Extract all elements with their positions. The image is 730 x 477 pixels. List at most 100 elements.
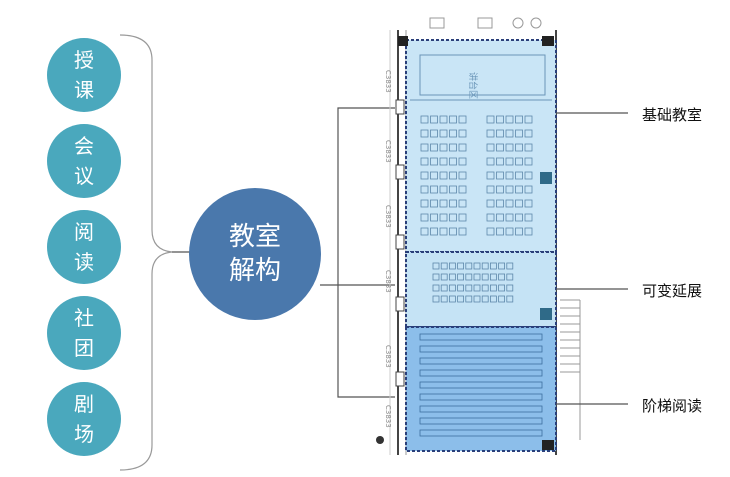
seat: [420, 199, 429, 208]
seat: [457, 284, 465, 292]
seat: [420, 115, 429, 124]
seat: [439, 143, 448, 152]
seat: [498, 284, 506, 292]
seat: [439, 115, 448, 124]
seat: [430, 199, 438, 208]
seat: [430, 129, 438, 138]
seat: [430, 143, 438, 152]
seat: [496, 213, 504, 222]
seat: [449, 171, 457, 180]
seat: [439, 199, 448, 208]
seat: [432, 262, 440, 270]
center-circle-deconstruction: 教室解构: [189, 188, 321, 320]
seat: [439, 213, 448, 222]
seat: [486, 143, 495, 152]
seat: [498, 262, 506, 270]
seat: [432, 295, 440, 303]
seat: [458, 227, 467, 236]
function-label: 社团: [74, 306, 94, 360]
seat: [505, 157, 514, 166]
seat-grid-basic: [420, 115, 533, 236]
seat: [449, 185, 457, 194]
zone-basic-area: [406, 40, 556, 252]
seat: [465, 295, 473, 303]
function-circle-reading: 阅读: [47, 210, 121, 284]
seat: [496, 143, 504, 152]
seat: [515, 213, 523, 222]
function-circle-club: 社团: [47, 296, 121, 370]
seat-grid-flex: [432, 262, 514, 303]
seat: [440, 273, 448, 281]
seat: [458, 115, 467, 124]
tiered-rows: [419, 333, 543, 437]
seat: [448, 295, 456, 303]
seat: [498, 295, 506, 303]
seat: [420, 143, 429, 152]
floor-plan: 讲台区 C3833 C3833 C3833 C3833 C3833 C3833: [376, 17, 581, 455]
seat: [458, 213, 467, 222]
function-label: 会议: [74, 134, 94, 188]
seat: [439, 157, 448, 166]
seat: [473, 273, 481, 281]
svg-text:C3833: C3833: [384, 270, 392, 293]
seat: [505, 115, 514, 124]
seat: [457, 262, 465, 270]
seat: [505, 213, 514, 222]
seat: [489, 295, 497, 303]
seat: [496, 115, 504, 124]
seat: [440, 284, 448, 292]
seat: [524, 115, 533, 124]
function-label: 剧场: [74, 392, 94, 446]
zone-label-flex: 可变延展: [642, 282, 703, 300]
tier-row: [419, 333, 543, 341]
seat: [420, 157, 429, 166]
tier-row: [419, 393, 543, 401]
seat: [515, 171, 523, 180]
seat: [505, 185, 514, 194]
seat: [505, 199, 514, 208]
seat: [458, 157, 467, 166]
seat: [448, 284, 456, 292]
seat: [486, 213, 495, 222]
tier-row: [419, 429, 543, 437]
svg-text:C3833: C3833: [384, 205, 392, 228]
seat: [449, 227, 457, 236]
seat: [420, 185, 429, 194]
seat: [440, 295, 448, 303]
seat: [439, 185, 448, 194]
seat: [524, 227, 533, 236]
seat: [458, 185, 467, 194]
seat: [439, 227, 448, 236]
seat: [430, 185, 438, 194]
seat: [524, 171, 533, 180]
seat: [505, 227, 514, 236]
tier-row: [419, 345, 543, 353]
seat: [515, 199, 523, 208]
function-label: 阅读: [74, 220, 94, 274]
seat: [420, 213, 429, 222]
seat: [420, 171, 429, 180]
seat: [515, 115, 523, 124]
seat: [496, 171, 504, 180]
seat: [505, 143, 514, 152]
zone-label-tiered: 阶梯阅读: [642, 397, 703, 415]
seat: [430, 227, 438, 236]
seat: [481, 284, 489, 292]
seat: [439, 171, 448, 180]
seat: [486, 199, 495, 208]
tier-row: [419, 381, 543, 389]
seat: [481, 262, 489, 270]
seat: [481, 273, 489, 281]
tier-row: [419, 369, 543, 377]
function-circle-meeting: 会议: [47, 124, 121, 198]
seat: [506, 262, 514, 270]
seat: [524, 213, 533, 222]
svg-text:C3833: C3833: [384, 345, 392, 368]
seat: [449, 157, 457, 166]
seat: [496, 185, 504, 194]
seat: [486, 115, 495, 124]
seat: [465, 273, 473, 281]
svg-text:C3833: C3833: [384, 140, 392, 163]
svg-text:C3833: C3833: [384, 405, 392, 428]
